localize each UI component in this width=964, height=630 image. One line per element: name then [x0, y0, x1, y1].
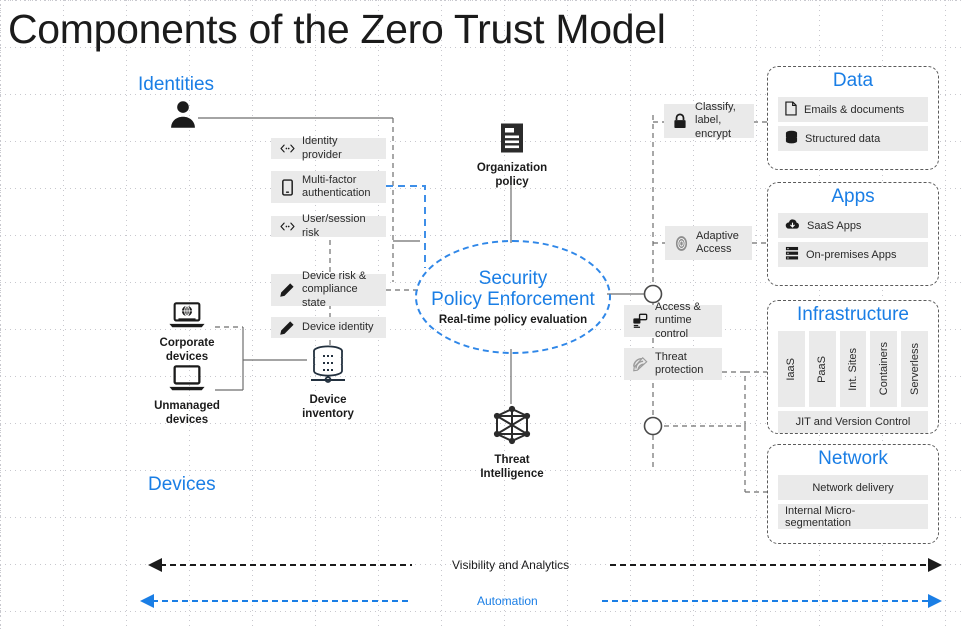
oval-subtitle: Real-time policy evaluation	[438, 314, 588, 327]
panel-row-on-premises-apps[interactable]: On-premises Apps	[778, 242, 928, 267]
panel-row-emails-documents[interactable]: Emails & documents	[778, 97, 928, 122]
panel-title: Infrastructure	[797, 304, 909, 325]
server-rack-icon	[785, 246, 799, 264]
infra-col-int-sites[interactable]: Int. Sites	[839, 331, 867, 407]
node-label: Threat Intelligence	[480, 454, 544, 480]
panel-row-label: Network delivery	[812, 481, 894, 494]
chip-device-risk-compliance-state[interactable]: Device risk & compliance state	[271, 270, 386, 309]
panel-row-structured-data[interactable]: Structured data	[778, 126, 928, 151]
infra-col-label: Int. Sites	[846, 347, 859, 391]
panel-row-label: SaaS Apps	[807, 219, 862, 232]
file-icon	[785, 100, 797, 119]
unmanaged-laptop-icon	[168, 365, 206, 397]
infra-col-label: PaaS	[816, 355, 829, 383]
panel-infrastructure: Infrastructure IaaS PaaS Int. Sites Cont…	[767, 300, 939, 434]
panel-row-label: Emails & documents	[804, 103, 905, 116]
infra-col-paas[interactable]: PaaS	[808, 331, 836, 407]
section-label-devices: Devices	[148, 474, 216, 495]
panel-row-label: On-premises Apps	[806, 248, 897, 261]
chip-label: Identity provider	[302, 135, 342, 161]
node-device-inventory: Device inventory	[296, 344, 360, 421]
chip-label: Adaptive Access	[696, 229, 739, 255]
chip-adaptive-access[interactable]: Adaptive Access	[665, 226, 752, 260]
panel-row-internal-micro-segmentation[interactable]: Internal Micro-segmentation	[778, 504, 928, 529]
panel-row-label: Structured data	[805, 132, 881, 145]
chip-label: Multi-factor authentication	[302, 173, 371, 199]
corporate-laptop-icon	[168, 302, 206, 334]
node-organization-policy: Organization policy	[477, 122, 547, 189]
chip-device-identity[interactable]: Device identity	[271, 317, 386, 338]
oval-line-1: Security	[478, 267, 548, 289]
panel-data: Data Emails & documents Structured data	[767, 66, 939, 170]
pencil-icon	[279, 320, 295, 336]
panel-row-label: Internal Micro-segmentation	[785, 504, 856, 529]
person-icon	[166, 98, 200, 137]
network-mesh-icon	[491, 404, 533, 451]
panel-row-network-delivery[interactable]: Network delivery	[778, 475, 928, 500]
panel-row-label: JIT and Version Control	[795, 416, 911, 428]
infra-col-containers[interactable]: Containers	[870, 331, 898, 407]
document-icon	[499, 122, 525, 159]
identity-person-node	[166, 98, 200, 137]
panel-row-jit-version-control[interactable]: JIT and Version Control	[778, 411, 928, 433]
infra-col-serverless[interactable]: Serverless	[901, 331, 928, 407]
infrastructure-columns: IaaS PaaS Int. Sites Containers Serverle…	[778, 331, 928, 407]
panel-apps: Apps SaaS Apps On-premises Apps	[767, 182, 939, 286]
page-title: Components of the Zero Trust Model	[8, 6, 666, 52]
mobile-phone-icon	[279, 178, 295, 196]
chip-label: Device risk & compliance state	[302, 270, 367, 309]
cloud-download-icon	[785, 218, 800, 234]
chip-label: Classify, label, encrypt	[695, 101, 736, 140]
node-unmanaged-devices: Unmanaged devices	[152, 365, 222, 427]
chip-label: User/session risk	[302, 213, 366, 239]
chip-user-session-risk[interactable]: User/session risk	[271, 213, 386, 239]
fingerprint-icon	[673, 235, 689, 251]
section-label-identities: Identities	[138, 74, 215, 95]
node-label: Device inventory	[302, 394, 354, 420]
chip-label: Device identity	[302, 320, 374, 333]
access-control-icon	[632, 313, 648, 329]
chip-label: Access & runtime control	[655, 301, 701, 340]
infra-col-label: IaaS	[785, 357, 798, 381]
node-threat-intelligence: Threat Intelligence	[478, 404, 546, 481]
chip-classify-label-encrypt[interactable]: Classify, label, encrypt	[664, 101, 754, 140]
panel-title: Data	[832, 70, 874, 91]
infra-col-label: Containers	[877, 342, 890, 396]
node-label: Organization policy	[476, 162, 548, 188]
infra-col-iaas[interactable]: IaaS	[778, 331, 805, 407]
security-policy-enforcement-oval: Security Policy Enforcement Real-time po…	[415, 240, 611, 354]
threat-shield-icon	[632, 356, 648, 372]
node-label: Unmanaged devices	[154, 400, 220, 426]
panel-network: Network Network delivery Internal Micro-…	[767, 444, 939, 544]
database-icon	[785, 130, 798, 148]
panel-title: Apps	[831, 186, 875, 207]
lock-icon	[672, 113, 688, 129]
chip-label: Threat protection	[655, 350, 704, 376]
panel-row-saas-apps[interactable]: SaaS Apps	[778, 213, 928, 238]
chip-threat-protection[interactable]: Threat protection	[624, 348, 722, 380]
chip-identity-provider[interactable]: Identity provider	[271, 135, 386, 161]
panel-title: Network	[818, 448, 888, 469]
code-brackets-icon	[279, 141, 295, 157]
node-label: Corporate devices	[159, 337, 215, 363]
infra-col-label: Serverless	[908, 343, 921, 395]
band-label-automation: Automation	[477, 594, 538, 608]
chip-multi-factor-authentication[interactable]: Multi-factor authentication	[271, 171, 386, 203]
chip-access-runtime-control[interactable]: Access & runtime control	[624, 301, 722, 340]
database-stack-icon	[306, 344, 350, 391]
node-corporate-devices: Corporate devices	[152, 302, 222, 364]
band-label-visibility-analytics: Visibility and Analytics	[452, 558, 570, 572]
pencil-icon	[279, 282, 295, 298]
code-brackets-icon	[279, 219, 295, 235]
oval-line-2: Policy Enforcement	[431, 289, 595, 310]
